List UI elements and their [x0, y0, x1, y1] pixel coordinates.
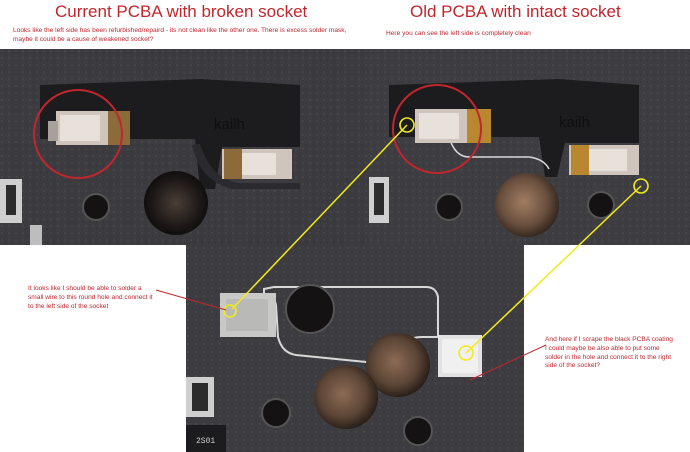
- part-code-label: 2S01: [196, 437, 215, 446]
- left-title: Current PCBA with broken socket: [55, 2, 308, 21]
- right-note: Here you can see the left side is comple…: [386, 30, 531, 37]
- yellow-marker-hole: [223, 304, 237, 318]
- red-highlight-circle: [33, 89, 123, 179]
- bottom-right-note: And here if I scrape the black PCBA coat…: [545, 336, 673, 370]
- left-note: Looks like the left side has been refurb…: [13, 27, 347, 43]
- bottom-closeup-photo: 2S01: [186, 245, 524, 452]
- old-pcba-photo: kailh: [369, 49, 690, 245]
- right-title: Old PCBA with intact socket: [410, 2, 621, 21]
- current-pcba-photo: kailh: [0, 49, 369, 245]
- left-brand: kailh: [214, 116, 245, 133]
- right-brand: kailh: [559, 114, 590, 131]
- bottom-left-note: It looks like I should be able to solder…: [28, 285, 153, 310]
